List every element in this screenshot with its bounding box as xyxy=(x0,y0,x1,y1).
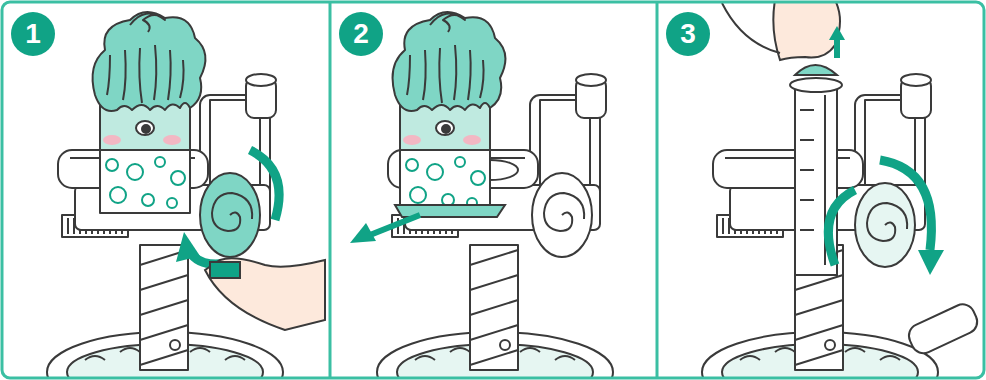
step-number-badge: 2 xyxy=(339,12,383,56)
step-number: 3 xyxy=(680,20,696,48)
step-number-badge: 1 xyxy=(11,12,55,56)
step-number: 1 xyxy=(25,20,41,48)
step-number: 2 xyxy=(353,20,369,48)
step-number-badge: 3 xyxy=(666,12,710,56)
